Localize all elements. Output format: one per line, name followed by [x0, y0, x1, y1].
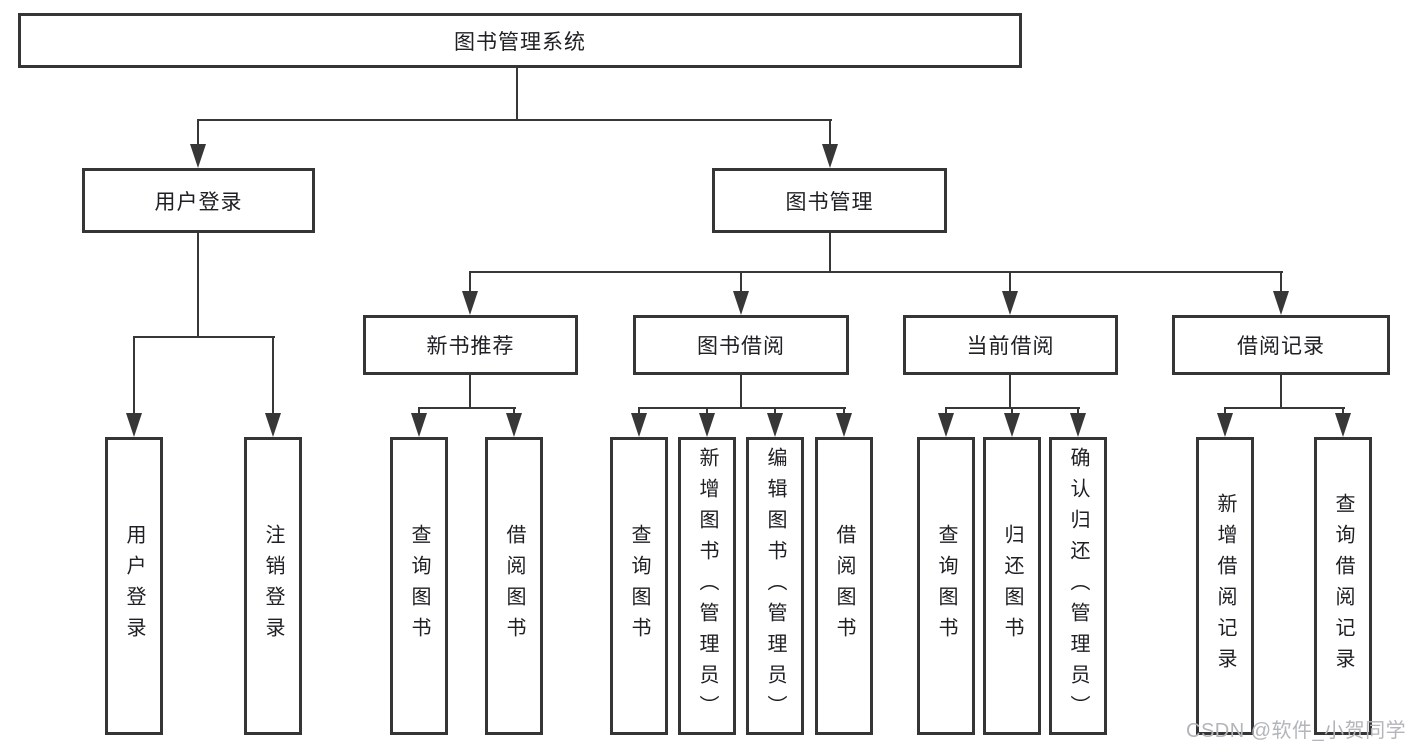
connector-line-vertical — [1279, 375, 1283, 408]
connector-line-vertical — [773, 408, 777, 416]
node-user-login: 用户登录 — [82, 168, 315, 233]
node-label: 新增借阅记录 — [1214, 493, 1236, 679]
node-new-book-recommend: 新书推荐 — [363, 315, 578, 375]
node-label: 确认归还（管理员） — [1067, 446, 1089, 726]
node-label: 用户登录 — [154, 190, 243, 214]
connector-line-vertical — [196, 120, 200, 147]
node-label: 图书管理系统 — [454, 30, 586, 54]
leaf-query-books-borrow: 查询图书 — [610, 437, 668, 735]
arrow-down-icon — [767, 413, 783, 437]
node-label: 新增图书（管理员） — [696, 446, 718, 726]
node-label: 查询图书 — [628, 524, 650, 648]
arrow-down-icon — [126, 413, 142, 437]
node-library-management-system: 图书管理系统 — [18, 13, 1022, 68]
connector-line-vertical — [515, 68, 519, 120]
connector-line-horizontal — [638, 406, 846, 410]
connector-line-vertical — [1341, 408, 1345, 416]
node-label: 用户登录 — [123, 524, 145, 648]
arrow-down-icon — [699, 413, 715, 437]
connector-line-horizontal — [133, 335, 275, 339]
node-label: 查询借阅记录 — [1332, 493, 1354, 679]
arrow-down-icon — [1217, 413, 1233, 437]
arrow-down-icon — [1004, 413, 1020, 437]
connector-line-vertical — [944, 408, 948, 416]
connector-line-vertical — [271, 337, 275, 416]
connector-line-vertical — [196, 233, 200, 337]
connector-line-vertical — [828, 120, 832, 147]
connector-line-vertical — [1223, 408, 1227, 416]
node-book-borrow: 图书借阅 — [633, 315, 849, 375]
node-current-borrow: 当前借阅 — [903, 315, 1118, 375]
connector-line-vertical — [637, 408, 641, 416]
arrow-down-icon — [938, 413, 954, 437]
leaf-add-books-admin: 新增图书（管理员） — [678, 437, 736, 735]
connector-line-vertical — [842, 408, 846, 416]
node-borrow-records: 借阅记录 — [1172, 315, 1390, 375]
arrow-down-icon — [411, 413, 427, 437]
connector-line-vertical — [468, 375, 472, 408]
leaf-borrow-books-recommend: 借阅图书 — [485, 437, 543, 735]
node-label: 归还图书 — [1001, 524, 1023, 648]
watermark: CSDN @软件_小贺同学 — [1186, 720, 1405, 742]
node-label: 新书推荐 — [426, 335, 515, 358]
node-label: 借阅图书 — [503, 524, 525, 648]
node-label: 编辑图书（管理员） — [764, 446, 786, 726]
leaf-query-books-current: 查询图书 — [917, 437, 975, 735]
connector-line-vertical — [132, 337, 136, 416]
connector-line-vertical — [1008, 375, 1012, 408]
leaf-query-books-recommend: 查询图书 — [390, 437, 448, 735]
connector-line-horizontal — [469, 270, 1283, 274]
arrow-down-icon — [190, 144, 206, 168]
leaf-edit-books-admin: 编辑图书（管理员） — [746, 437, 804, 735]
node-label: 当前借阅 — [966, 335, 1055, 358]
node-label: 借阅记录 — [1237, 335, 1325, 358]
arrow-down-icon — [733, 291, 749, 315]
connector-line-vertical — [739, 272, 743, 294]
node-label: 查询图书 — [408, 524, 430, 648]
connector-line-vertical — [1008, 272, 1012, 294]
connector-line-vertical — [1279, 272, 1283, 294]
leaf-add-borrow-record: 新增借阅记录 — [1196, 437, 1254, 735]
node-label: 注销登录 — [262, 524, 284, 648]
arrow-down-icon — [1335, 413, 1351, 437]
node-label: 借阅图书 — [833, 524, 855, 648]
node-label: 查询图书 — [935, 524, 957, 648]
arrow-down-icon — [265, 413, 281, 437]
connector-line-vertical — [417, 408, 421, 416]
node-label: 图书借阅 — [697, 335, 785, 358]
connector-line-horizontal — [197, 118, 832, 122]
arrow-down-icon — [822, 144, 838, 168]
connector-line-vertical — [468, 272, 472, 294]
connector-line-vertical — [705, 408, 709, 416]
connector-line-vertical — [1010, 408, 1014, 416]
arrow-down-icon — [506, 413, 522, 437]
node-label: 图书管理 — [785, 190, 874, 214]
connector-line-vertical — [512, 408, 516, 416]
connector-line-horizontal — [1224, 406, 1345, 410]
arrow-down-icon — [836, 413, 852, 437]
leaf-confirm-return-admin: 确认归还（管理员） — [1049, 437, 1107, 735]
node-book-management: 图书管理 — [712, 168, 947, 233]
connector-line-vertical — [828, 233, 832, 272]
leaf-return-books: 归还图书 — [983, 437, 1041, 735]
arrow-down-icon — [1273, 291, 1289, 315]
connector-line-horizontal — [945, 406, 1080, 410]
leaf-logout: 注销登录 — [244, 437, 302, 735]
arrow-down-icon — [1002, 291, 1018, 315]
leaf-query-borrow-record: 查询借阅记录 — [1314, 437, 1372, 735]
connector-line-vertical — [1076, 408, 1080, 416]
connector-line-horizontal — [418, 406, 516, 410]
arrow-down-icon — [631, 413, 647, 437]
leaf-borrow-books: 借阅图书 — [815, 437, 873, 735]
leaf-user-login: 用户登录 — [105, 437, 163, 735]
connector-line-vertical — [739, 375, 743, 408]
arrow-down-icon — [462, 291, 478, 315]
arrow-down-icon — [1070, 413, 1086, 437]
